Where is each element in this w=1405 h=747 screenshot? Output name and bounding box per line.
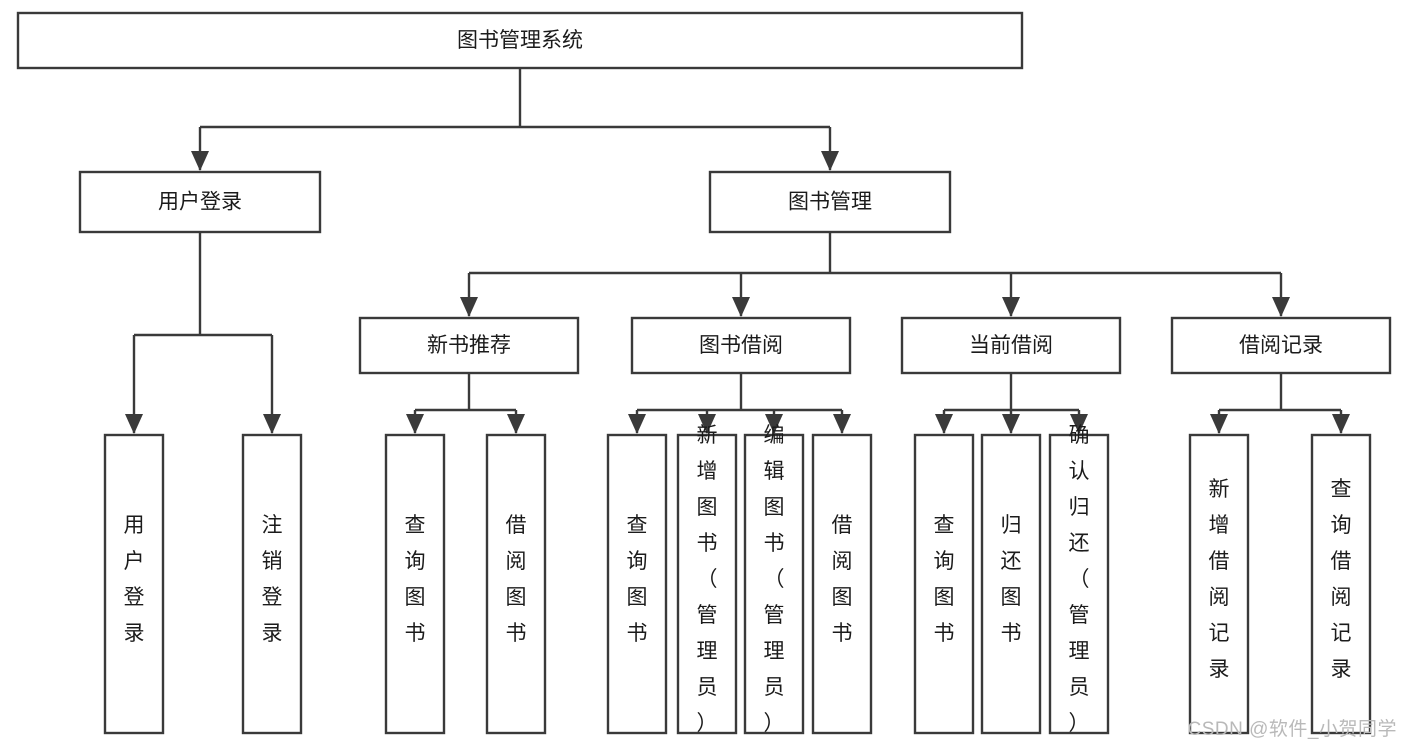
node-label-leaf-add-book: 新增图书（管理员） bbox=[697, 424, 718, 735]
node-label-leaf-edit-book: 编辑图书（管理员） bbox=[764, 424, 785, 735]
arrow-to-new-book-rec bbox=[460, 297, 478, 317]
arrow-to-book-borrow bbox=[732, 297, 750, 317]
node-box-new-book-rec bbox=[358, 316, 580, 375]
node-label-leaf-query-book-borrow: 查询图书 bbox=[627, 514, 648, 645]
node-box-current-borrow bbox=[900, 316, 1122, 375]
node-borrow-record[interactable]: 借阅记录 bbox=[1170, 316, 1392, 375]
node-box-leaf-query-book-current bbox=[913, 433, 975, 735]
node-book-borrow[interactable]: 图书借阅 bbox=[630, 316, 852, 375]
node-box-book-borrow bbox=[630, 316, 852, 375]
node-label-leaf-borrow-book-rec: 借阅图书 bbox=[506, 514, 527, 645]
node-box-leaf-query-book-borrow bbox=[606, 433, 668, 735]
node-box-leaf-confirm-return bbox=[1048, 433, 1110, 735]
arrow-to-leaf-confirm-return bbox=[1070, 414, 1088, 434]
node-label-leaf-query-book-rec: 查询图书 bbox=[405, 514, 426, 645]
arrow-to-current-borrow bbox=[1002, 297, 1020, 317]
arrow-to-leaf-edit-book bbox=[765, 414, 783, 434]
node-leaf-confirm-return[interactable]: 确认归还（管理员） bbox=[1048, 424, 1110, 735]
node-leaf-return-book[interactable]: 归还图书 bbox=[980, 433, 1042, 735]
arrow-to-leaf-query-record bbox=[1332, 414, 1350, 434]
node-layer: 图书管理系统用户登录图书管理新书推荐图书借阅当前借阅借阅记录用户登录注销登录查询… bbox=[16, 11, 1392, 735]
arrow-to-leaf-query-book-borrow bbox=[628, 414, 646, 434]
node-leaf-logout[interactable]: 注销登录 bbox=[241, 433, 303, 735]
node-leaf-user-login[interactable]: 用户登录 bbox=[103, 433, 165, 735]
node-leaf-add-record[interactable]: 新增借阅记录 bbox=[1188, 433, 1250, 735]
node-book-manage[interactable]: 图书管理 bbox=[708, 170, 952, 234]
node-box-leaf-borrow-book-rec bbox=[485, 433, 547, 735]
node-label-current-borrow: 当前借阅 bbox=[969, 334, 1053, 357]
node-box-leaf-edit-book bbox=[743, 433, 805, 735]
node-label-leaf-add-record: 新增借阅记录 bbox=[1209, 478, 1230, 681]
arrow-to-leaf-borrow-book-rec bbox=[507, 414, 525, 434]
node-box-leaf-logout bbox=[241, 433, 303, 735]
arrow-to-user-login bbox=[191, 151, 209, 171]
arrow-to-leaf-user-login bbox=[125, 414, 143, 434]
node-leaf-query-book-borrow[interactable]: 查询图书 bbox=[606, 433, 668, 735]
node-label-leaf-query-record: 查询借阅记录 bbox=[1331, 478, 1352, 681]
node-leaf-edit-book[interactable]: 编辑图书（管理员） bbox=[743, 424, 805, 735]
node-user-login[interactable]: 用户登录 bbox=[78, 170, 322, 234]
node-new-book-rec[interactable]: 新书推荐 bbox=[358, 316, 580, 375]
connector-layer bbox=[125, 68, 1350, 434]
node-label-book-borrow: 图书借阅 bbox=[699, 334, 783, 357]
node-current-borrow[interactable]: 当前借阅 bbox=[900, 316, 1122, 375]
node-label-leaf-borrow-book: 借阅图书 bbox=[832, 514, 853, 645]
node-label-leaf-user-login: 用户登录 bbox=[124, 514, 145, 645]
node-label-new-book-rec: 新书推荐 bbox=[427, 334, 511, 357]
node-box-leaf-query-record bbox=[1310, 433, 1372, 735]
arrow-to-leaf-query-book-rec bbox=[406, 414, 424, 434]
arrow-to-leaf-query-book-current bbox=[935, 414, 953, 434]
arrow-to-leaf-borrow-book bbox=[833, 414, 851, 434]
node-box-leaf-borrow-book bbox=[811, 433, 873, 735]
node-root[interactable]: 图书管理系统 bbox=[16, 11, 1024, 70]
node-leaf-borrow-book-rec[interactable]: 借阅图书 bbox=[485, 433, 547, 735]
node-leaf-query-record[interactable]: 查询借阅记录 bbox=[1310, 433, 1372, 735]
node-box-user-login bbox=[78, 170, 322, 234]
arrow-to-leaf-return-book bbox=[1002, 414, 1020, 434]
node-label-leaf-return-book: 归还图书 bbox=[1001, 514, 1022, 645]
node-box-book-manage bbox=[708, 170, 952, 234]
node-label-root: 图书管理系统 bbox=[457, 29, 583, 52]
node-leaf-query-book-current[interactable]: 查询图书 bbox=[913, 433, 975, 735]
arrow-to-leaf-add-book bbox=[698, 414, 716, 434]
node-label-leaf-logout: 注销登录 bbox=[262, 514, 283, 645]
node-box-leaf-query-book-rec bbox=[384, 433, 446, 735]
arrow-to-borrow-record bbox=[1272, 297, 1290, 317]
node-box-leaf-user-login bbox=[103, 433, 165, 735]
node-leaf-borrow-book[interactable]: 借阅图书 bbox=[811, 433, 873, 735]
node-box-leaf-return-book bbox=[980, 433, 1042, 735]
node-box-leaf-add-record bbox=[1188, 433, 1250, 735]
arrow-to-book-manage bbox=[821, 151, 839, 171]
node-leaf-query-book-rec[interactable]: 查询图书 bbox=[384, 433, 446, 735]
node-label-borrow-record: 借阅记录 bbox=[1239, 334, 1323, 357]
node-label-user-login: 用户登录 bbox=[158, 191, 242, 214]
node-label-leaf-confirm-return: 确认归还（管理员） bbox=[1069, 424, 1090, 735]
arrow-to-leaf-logout bbox=[263, 414, 281, 434]
node-label-book-manage: 图书管理 bbox=[788, 191, 872, 214]
arrow-to-leaf-add-record bbox=[1210, 414, 1228, 434]
watermark: CSDN @软件_小贺同学 bbox=[1187, 719, 1397, 740]
node-box-leaf-add-book bbox=[676, 433, 738, 735]
node-box-root bbox=[16, 11, 1024, 70]
node-box-borrow-record bbox=[1170, 316, 1392, 375]
node-leaf-add-book[interactable]: 新增图书（管理员） bbox=[676, 424, 738, 735]
node-label-leaf-query-book-current: 查询图书 bbox=[934, 514, 955, 645]
